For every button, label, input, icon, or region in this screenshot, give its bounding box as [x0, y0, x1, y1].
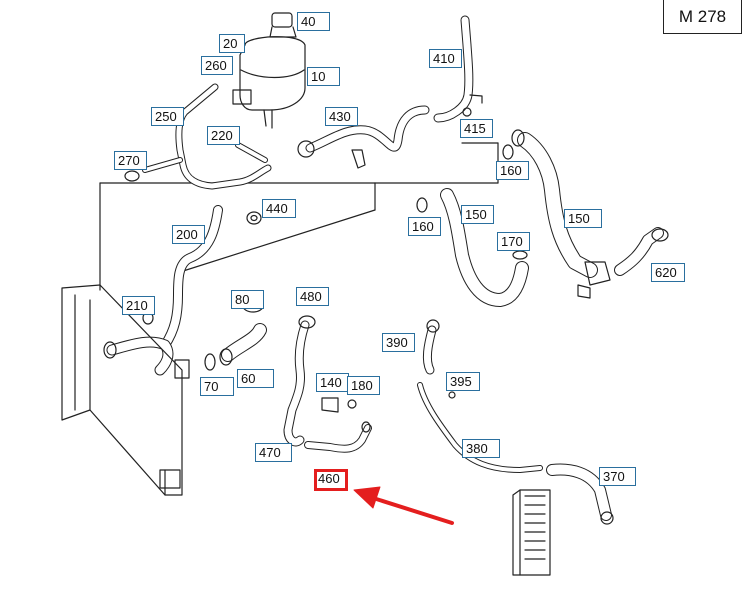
callout-60[interactable]: 60 — [237, 369, 274, 388]
hose-250 — [124, 83, 272, 190]
callout-20[interactable]: 20 — [219, 34, 245, 53]
callout-480[interactable]: 480 — [296, 287, 329, 306]
callout-270[interactable]: 270 — [114, 151, 147, 170]
callout-140[interactable]: 140 — [316, 373, 349, 392]
callout-250[interactable]: 250 — [151, 107, 184, 126]
callout-470[interactable]: 470 — [255, 443, 292, 462]
hose-150-lower — [416, 188, 529, 307]
hose-220 — [235, 142, 268, 163]
radiator — [61, 284, 190, 496]
callout-160-lower[interactable]: 160 — [408, 217, 441, 236]
callout-415[interactable]: 415 — [460, 119, 493, 138]
callout-150[interactable]: 150 — [461, 205, 494, 224]
hose-430 — [297, 105, 430, 169]
callout-410[interactable]: 410 — [429, 49, 462, 68]
hose-150-upper — [502, 129, 611, 299]
hose-620 — [614, 227, 669, 276]
callout-80[interactable]: 80 — [231, 290, 264, 309]
callout-150-right[interactable]: 150 — [564, 209, 602, 228]
part-440 — [246, 211, 262, 225]
hose-380 — [417, 382, 543, 473]
callout-220[interactable]: 220 — [207, 126, 240, 145]
model-code-box: M 278 — [663, 0, 742, 34]
callout-390[interactable]: 390 — [382, 333, 415, 352]
callout-170[interactable]: 170 — [497, 232, 530, 251]
hose-460 — [304, 421, 372, 453]
callout-160[interactable]: 160 — [496, 161, 529, 180]
expansion-tank — [232, 12, 306, 129]
callout-180[interactable]: 180 — [347, 376, 380, 395]
callout-460-highlighted[interactable]: 460 — [314, 469, 348, 491]
hose-410 — [433, 15, 483, 123]
callout-440[interactable]: 440 — [262, 199, 296, 218]
hose-480 — [283, 315, 316, 447]
heater-core — [512, 489, 551, 576]
parts-140-180 — [321, 397, 357, 413]
callout-395[interactable]: 395 — [446, 372, 480, 391]
callout-620[interactable]: 620 — [651, 263, 685, 282]
callout-200[interactable]: 200 — [172, 225, 205, 244]
highlight-arrow — [353, 486, 454, 525]
parts-60-70-80 — [204, 299, 267, 371]
callout-260[interactable]: 260 — [201, 56, 233, 75]
callout-10[interactable]: 10 — [307, 67, 340, 86]
callout-380[interactable]: 380 — [462, 439, 500, 458]
hose-370 — [546, 463, 614, 525]
callout-210[interactable]: 210 — [122, 296, 155, 315]
callout-70[interactable]: 70 — [200, 377, 234, 396]
hose-200 — [103, 205, 223, 376]
hose-390 — [422, 319, 440, 375]
callout-40[interactable]: 40 — [297, 12, 330, 31]
callout-430[interactable]: 430 — [325, 107, 358, 126]
callout-370[interactable]: 370 — [599, 467, 636, 486]
